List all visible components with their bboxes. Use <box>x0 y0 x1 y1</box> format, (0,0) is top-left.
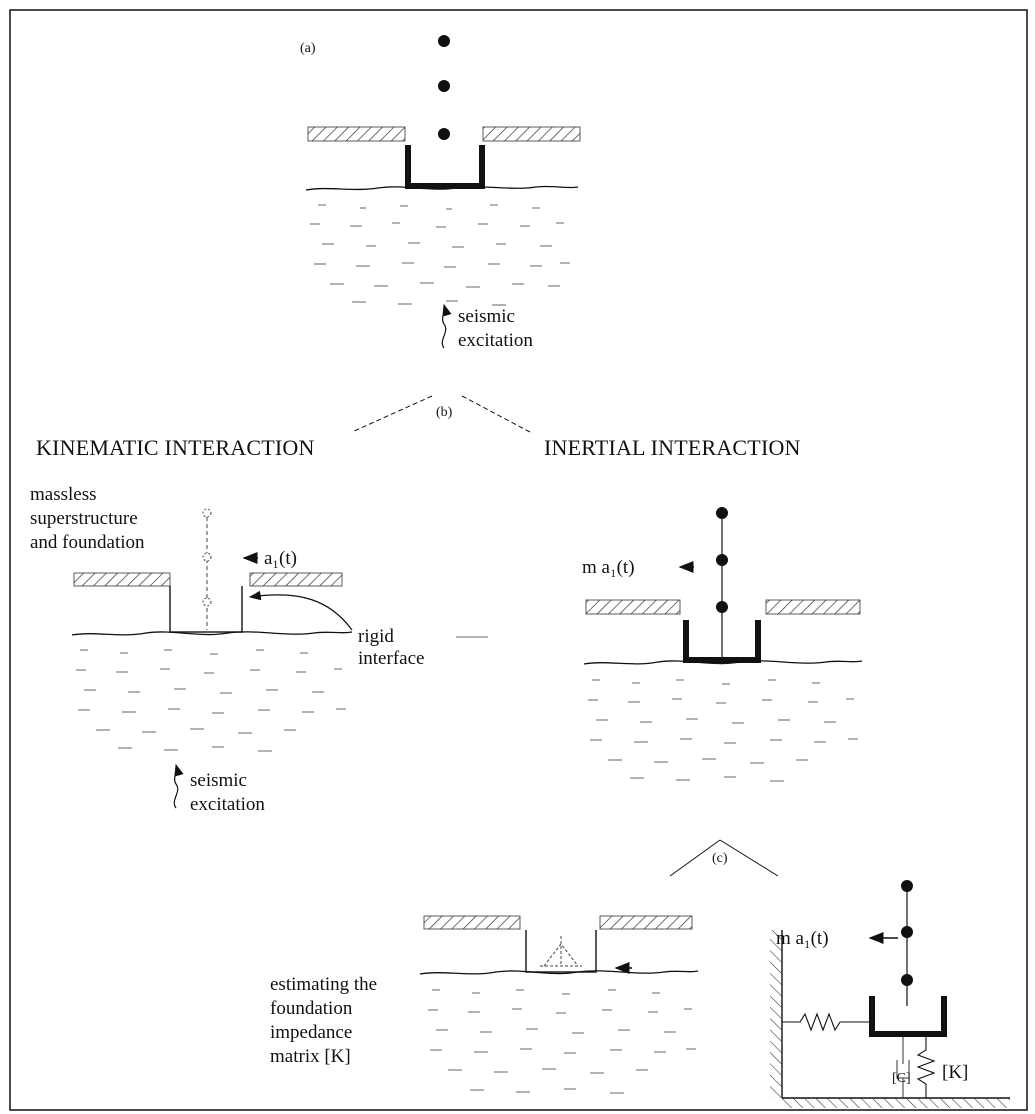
soil-interface-line <box>305 185 579 191</box>
impedance-panel: estimating the foundation impedance matr… <box>270 915 699 1094</box>
mass-middle <box>438 80 450 92</box>
massless-line-1: massless <box>30 484 97 505</box>
kinematic-panel: massless superstructure and foundation a… <box>30 484 424 815</box>
spring-mass-bottom <box>901 974 913 986</box>
interface-label: interface <box>358 648 424 669</box>
figure-border <box>9 9 1028 1111</box>
ground-hatch-right <box>482 126 581 142</box>
estimating-line-2: foundation <box>270 998 353 1019</box>
spring-foundation <box>869 996 947 1037</box>
ground-hatch-c-left <box>423 915 521 930</box>
ground-hatch-k-right <box>249 572 343 587</box>
soil-interface-line-k <box>71 631 353 636</box>
estimating-line-4: matrix [K] <box>270 1046 351 1067</box>
horizontal-spring <box>782 1012 869 1032</box>
panel-a: (a) seismic excitation <box>300 35 581 351</box>
massless-mass-top <box>202 508 212 518</box>
ground-hatch-k-left <box>73 572 171 587</box>
inertial-mass-top <box>716 507 728 519</box>
inertial-heading: INERTIAL INTERACTION <box>544 435 801 460</box>
panel-a-label: (a) <box>300 41 316 56</box>
embedded-foundation <box>405 145 485 189</box>
excitation-label-k: excitation <box>190 794 265 815</box>
panel-c-header: (c) <box>669 839 779 877</box>
soil-texture-i <box>588 679 858 782</box>
stiffness-label: [K] <box>942 1062 968 1083</box>
inertial-force-label: m a₁(t) <box>582 557 635 578</box>
spring-model-panel: m a₁(t) [C] [K] <box>770 880 1010 1108</box>
accel-label-k: a₁(t) <box>264 548 297 569</box>
massless-line-2: superstructure <box>30 508 138 529</box>
massless-mass-bottom <box>202 597 212 607</box>
rigid-label: rigid <box>358 626 394 647</box>
seismic-label-a: seismic <box>458 306 515 327</box>
dashpot <box>896 1037 910 1098</box>
soil-texture-c <box>428 989 696 1094</box>
kinematic-heading: KINEMATIC INTERACTION <box>36 435 315 460</box>
vertical-spring <box>916 1037 936 1098</box>
dashed-massless-structure-c <box>540 936 582 967</box>
inertial-mass-bottom <box>716 601 728 613</box>
ground-hatch-c-right <box>599 915 693 930</box>
ground-hatch-i-right <box>765 599 861 615</box>
panel-b-label: (b) <box>436 405 453 420</box>
estimating-line-1: estimating the <box>270 974 377 995</box>
soil-texture-k <box>76 649 346 752</box>
branch-line-right <box>461 395 531 433</box>
soil-texture <box>310 204 570 306</box>
inertial-panel: m a₁(t) <box>582 507 863 782</box>
ground-hatch-i-left <box>585 599 681 615</box>
massless-foundation-c <box>525 930 597 973</box>
damper-label: [C] <box>892 1071 911 1086</box>
branch-line-c-left <box>669 839 721 877</box>
ground-hatch-left <box>307 126 406 142</box>
base-hatch <box>782 1098 1010 1108</box>
massless-foundation <box>169 586 243 633</box>
estimating-line-3: impedance <box>270 1022 352 1043</box>
inertial-foundation <box>683 620 761 663</box>
mass-bottom <box>438 128 450 140</box>
seismic-wave-arrow-k <box>173 763 184 809</box>
soil-interface-line-c <box>419 970 699 975</box>
panel-c-label: (c) <box>712 851 728 866</box>
excitation-label-a: excitation <box>458 330 533 351</box>
rigid-interface-arrow <box>248 590 353 631</box>
soil-interface-line-i <box>583 660 863 665</box>
seismic-label-k: seismic <box>190 770 247 791</box>
inertial-mass-middle <box>716 554 728 566</box>
panel-b-header: (b) KINEMATIC INTERACTION INERTIAL INTER… <box>36 395 801 460</box>
massless-line-3: and foundation <box>30 532 145 553</box>
branch-line-left <box>351 395 433 433</box>
wall-hatch <box>770 930 782 1098</box>
branch-line-c-right <box>719 839 779 877</box>
spring-mass-top <box>901 880 913 892</box>
mass-top <box>438 35 450 47</box>
spring-mass-middle <box>901 926 913 938</box>
massless-mass-middle <box>202 552 212 562</box>
seismic-wave-arrow-a <box>441 303 452 349</box>
spring-force-label: m a₁(t) <box>776 928 829 949</box>
